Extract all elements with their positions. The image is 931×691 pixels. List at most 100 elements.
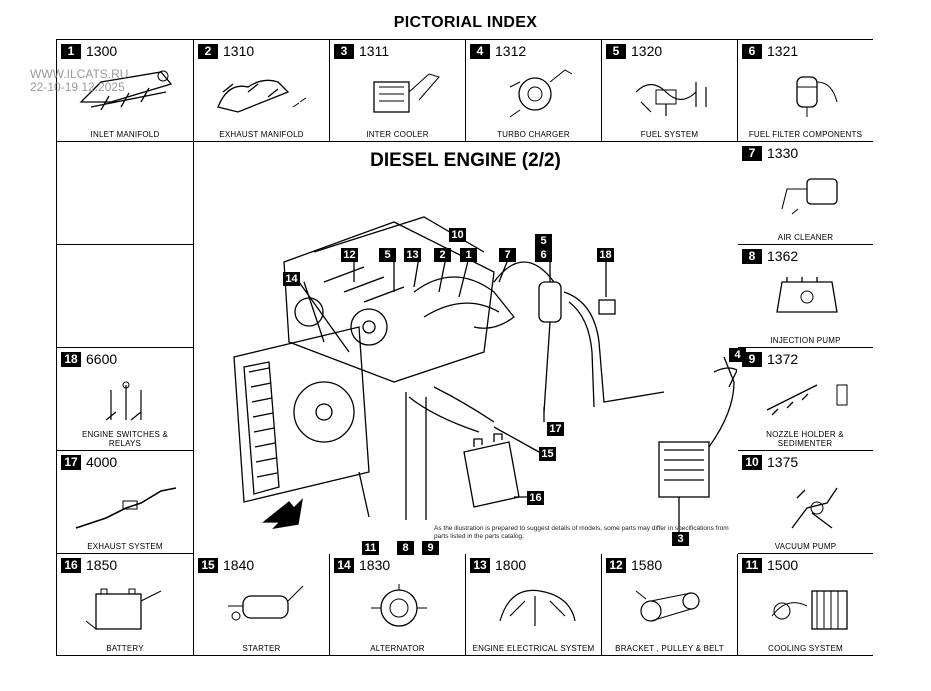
callout-11: 11	[362, 541, 379, 555]
callout-4: 4	[729, 348, 746, 362]
cell-number: 6	[742, 43, 762, 59]
cell-caption: INTER COOLER	[366, 130, 429, 139]
cell-number: 4	[470, 43, 490, 59]
cell-caption: AIR CLEANER	[777, 233, 834, 242]
index-cell-bracket-pulley-belt[interactable]: 12 1580 BRACKET , PULLEY & BELT	[602, 554, 738, 655]
cell-caption: NOZZLE HOLDER & SEDIMENTER	[766, 430, 844, 448]
inter-cooler-illustration	[373, 73, 440, 113]
cell-code: 1312	[495, 43, 527, 59]
cell-number: 3	[334, 43, 354, 59]
index-cell-injection-pump[interactable]: 8 1362 INJECTION PUMP	[738, 245, 873, 348]
page-title: PICTORIAL INDEX	[393, 14, 538, 31]
index-cell-inter-cooler[interactable]: 3 1311 INTER COOLER	[330, 40, 466, 142]
cell-code: 1310	[223, 43, 255, 59]
cell-number: 7	[742, 145, 762, 161]
battery-illustration	[85, 588, 162, 630]
callout-8: 8	[397, 541, 414, 555]
cell-number: 13	[470, 557, 490, 573]
callout-16: 16	[527, 491, 544, 505]
vacuum-pump-illustration	[791, 487, 838, 529]
cell-code: 1580	[631, 557, 663, 573]
callout-14: 14	[283, 272, 300, 286]
engine-switches-illustration	[105, 381, 142, 421]
cell-code: 1320	[631, 43, 663, 59]
illustration-disclaimer: As the illustration is prepared to sugge…	[434, 525, 729, 540]
cooling-system-illustration	[771, 590, 848, 630]
index-cell-battery[interactable]: 16 1850 BATTERY	[57, 554, 194, 655]
callout-5b: 5	[535, 234, 552, 248]
cell-code: 1840	[223, 557, 255, 573]
index-cell-nozzle-holder-sedimenter[interactable]: 9 1372 NOZZLE HOLDER & SEDIMENTER	[738, 348, 873, 451]
cell-caption: BATTERY	[106, 644, 144, 653]
nozzle-holder-illustration	[766, 384, 848, 416]
inlet-manifold-illustration	[79, 70, 173, 111]
callout-1: 1	[460, 248, 477, 262]
callout-5: 5	[379, 248, 396, 262]
index-cell-empty-1	[57, 142, 194, 245]
cell-code: 1500	[767, 557, 799, 573]
cell-caption: EXHAUST MANIFOLD	[219, 130, 304, 139]
air-cleaner-illustration	[781, 178, 838, 215]
index-cell-exhaust-manifold[interactable]: 2 1310 EXHAUST MANIFOLD	[194, 40, 330, 142]
cell-caption: INJECTION PUMP	[770, 336, 841, 345]
callout-18: 18	[597, 248, 614, 262]
index-cell-vacuum-pump[interactable]: 10 1375 VACUUM PUMP	[738, 451, 873, 554]
cell-code: 1300	[86, 43, 118, 59]
cell-code: 1311	[359, 43, 390, 59]
cell-code: 1321	[767, 43, 799, 59]
cell-number: 14	[334, 557, 354, 573]
index-cell-empty-2	[57, 245, 194, 348]
cell-caption: ALTERNATOR	[370, 644, 425, 653]
cell-code: 1800	[495, 557, 527, 573]
watermark-site: WWW.ILCATS.RU	[30, 67, 129, 81]
callout-12: 12	[341, 248, 358, 262]
cell-number: 9	[742, 351, 762, 367]
cell-caption: INLET MANIFOLD	[90, 130, 160, 139]
cell-number: 12	[606, 557, 626, 573]
cell-caption: STARTER	[242, 644, 281, 653]
cell-code: 1372	[767, 351, 799, 367]
engine-drawing	[233, 216, 737, 537]
cell-code: 6600	[86, 351, 118, 367]
cell-code: 1375	[767, 454, 799, 470]
main-illustration: DIESEL ENGINE (2/2)	[194, 142, 746, 555]
cell-number: 8	[742, 248, 762, 264]
exhaust-manifold-illustration	[217, 79, 307, 113]
turbo-charger-illustration	[509, 69, 573, 118]
fuel-system-illustration	[635, 82, 707, 116]
cell-number: 10	[742, 454, 762, 470]
cell-caption: VACUUM PUMP	[774, 542, 837, 551]
index-cell-inlet-manifold[interactable]: 1 1300 INLET MANIFOLD	[57, 40, 194, 142]
bracket-pulley-illustration	[635, 590, 700, 622]
callout-9: 9	[422, 541, 439, 555]
callout-13: 13	[404, 248, 421, 262]
cell-code: 1362	[767, 248, 799, 264]
cell-number: 2	[198, 43, 218, 59]
cell-caption: BRACKET , PULLEY & BELT	[615, 644, 724, 653]
callout-3: 3	[672, 532, 689, 546]
cell-number: 16	[61, 557, 81, 573]
cell-caption: COOLING SYSTEM	[768, 644, 843, 653]
cell-code: 4000	[86, 454, 118, 470]
cell-number: 18	[61, 351, 81, 367]
engine-electrical-illustration	[499, 589, 576, 626]
alternator-illustration	[371, 584, 427, 627]
cell-caption: FUEL SYSTEM	[640, 130, 699, 139]
cell-code: 1850	[86, 557, 118, 573]
cell-number: 1	[61, 43, 81, 59]
cell-caption: EXHAUST SYSTEM	[87, 542, 163, 551]
injection-pump-illustration	[776, 277, 838, 313]
callout-7: 7	[499, 248, 516, 262]
callout-10: 10	[449, 228, 466, 242]
